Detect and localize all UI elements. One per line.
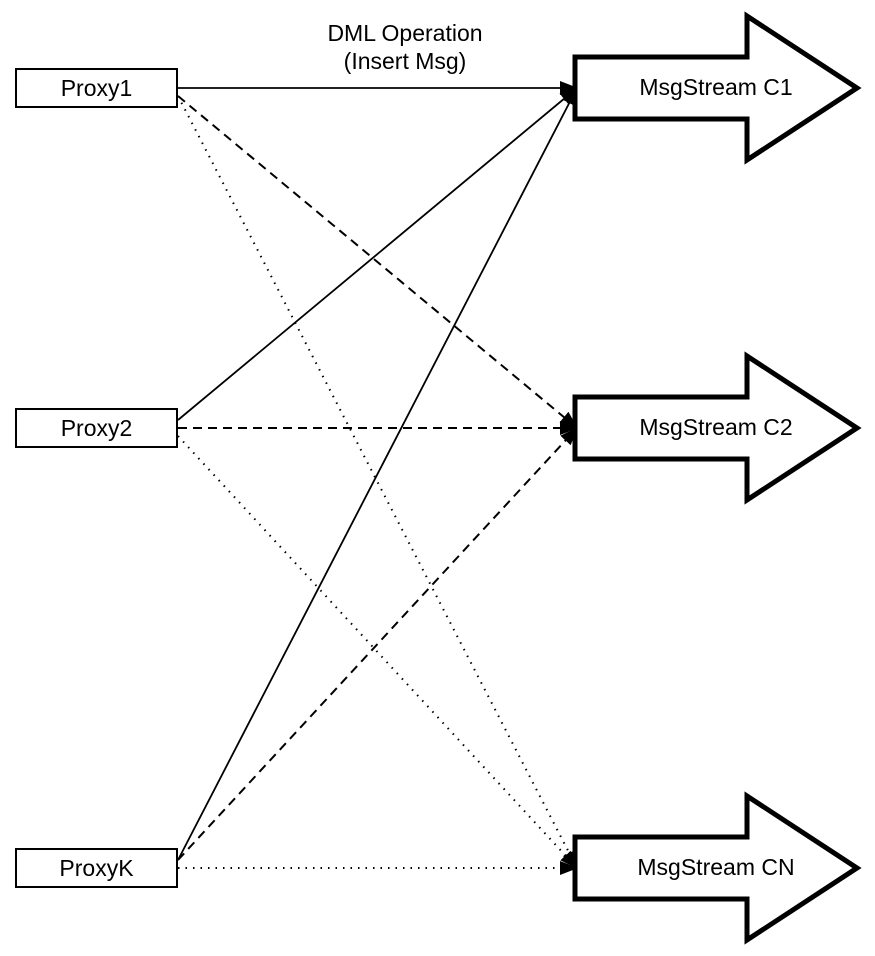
diagram-title-line2: (Insert Msg) — [343, 47, 467, 74]
diagram-title: DML Operation (Insert Msg) — [255, 20, 555, 75]
edge-proxy1-cn — [177, 95, 578, 869]
edge-proxyk-c1 — [177, 87, 578, 861]
node-proxy1: Proxy1 — [15, 68, 178, 108]
node-cn-arrow-shape — [572, 791, 862, 945]
edge-proxy2-cn — [177, 435, 578, 869]
edge-proxyk-c2 — [177, 427, 578, 861]
node-proxyk-label: ProxyK — [59, 854, 134, 881]
node-c2-arrow-shape — [572, 351, 862, 505]
node-proxy1-label: Proxy1 — [60, 74, 133, 101]
diagram-title-line1: DML Operation — [327, 20, 483, 46]
node-proxy2-label: Proxy2 — [60, 414, 133, 441]
edge-proxy2-c1 — [177, 87, 578, 421]
node-proxy2: Proxy2 — [15, 408, 178, 448]
node-proxyk: ProxyK — [15, 848, 178, 888]
edge-proxy1-c2 — [177, 95, 578, 429]
node-c1-arrow-shape — [572, 11, 862, 165]
